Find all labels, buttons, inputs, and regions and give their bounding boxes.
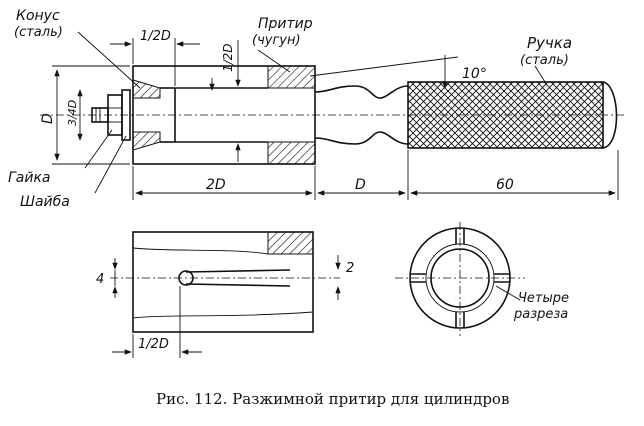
dim-two: 2	[346, 261, 354, 276]
slot-hole	[178, 270, 194, 286]
label-handle: Ручка	[527, 34, 572, 52]
lap-body	[132, 65, 316, 165]
dim-d-bottom: D	[355, 177, 366, 193]
slot	[185, 269, 291, 287]
label-lap: Притир	[258, 16, 313, 32]
dim-angle: 10°	[462, 66, 487, 82]
figure-caption: Рис. 112. Разжимной притир для цилиндров	[156, 390, 509, 408]
leader-washer	[94, 135, 127, 194]
lap-slot-view	[110, 231, 341, 358]
leader-slots	[495, 285, 521, 301]
washer	[121, 89, 131, 141]
dim-60: 60	[496, 177, 514, 193]
leader-lap	[257, 49, 291, 73]
handle-neck-top	[314, 85, 409, 99]
label-cone: Конус	[16, 8, 60, 24]
lap-slot-section	[267, 231, 314, 255]
dim-half-d-vertical: 1/2D	[221, 43, 235, 72]
label-four-slots-1: Четыре	[518, 291, 569, 306]
label-lap-material: (чугун)	[252, 33, 301, 48]
dim-2d: 2D	[206, 177, 226, 193]
lap-section-bottom	[267, 141, 316, 165]
leader-handle	[534, 65, 546, 83]
lap-slot-body	[132, 231, 314, 333]
label-washer: Шайба	[20, 194, 70, 210]
label-handle-material: (сталь)	[520, 53, 569, 68]
handle-neck-bottom	[314, 131, 409, 145]
dim-half-d-lower: 1/2D	[138, 337, 169, 352]
handle-end-cap	[602, 81, 618, 149]
leader-nut	[84, 129, 113, 169]
label-four-slots-2: разреза	[513, 307, 568, 322]
end-view-outer	[409, 227, 511, 329]
dim-d-left: D	[40, 113, 56, 124]
knurled-grip	[407, 81, 604, 149]
cone-section-bottom	[132, 131, 161, 151]
lap-end-view	[395, 222, 525, 336]
leader-cone	[77, 31, 141, 89]
dim-four: 4	[96, 272, 104, 287]
lap-section-top	[267, 65, 316, 89]
label-cone-material: (сталь)	[14, 25, 63, 40]
end-view-inner	[430, 248, 490, 308]
dim-three-quarter-d: 3/4D	[66, 100, 79, 126]
cone-section-top	[132, 79, 161, 99]
label-nut: Гайка	[8, 170, 51, 186]
lap-assembly-view	[40, 31, 625, 200]
dim-half-d-top: 1/2D	[140, 29, 171, 44]
taper-line	[309, 56, 459, 77]
